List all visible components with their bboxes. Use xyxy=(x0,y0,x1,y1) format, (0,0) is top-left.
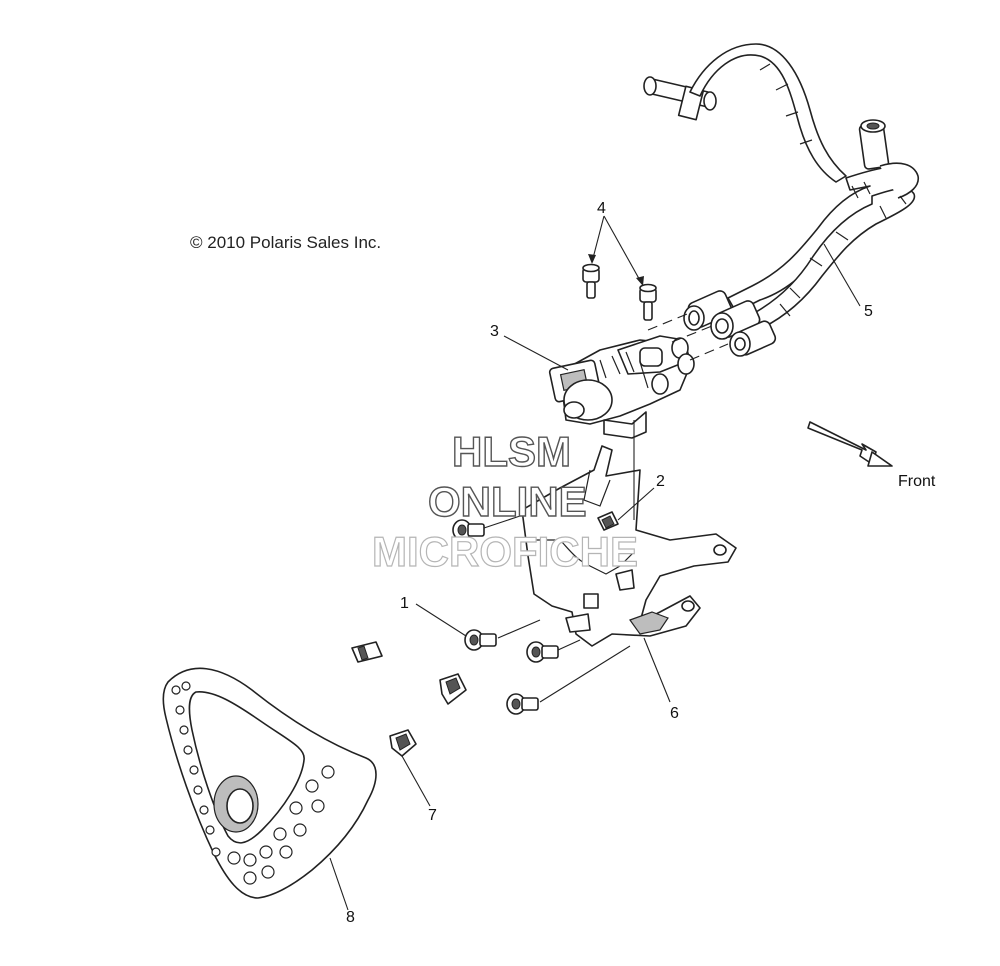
control-valve xyxy=(548,335,695,439)
hose-assembly xyxy=(643,43,920,357)
watermark-line-3: MICROFICHE xyxy=(372,528,638,575)
watermark-line-1: HLSM xyxy=(452,428,571,475)
callout-7: 7 xyxy=(428,807,437,824)
callout-1: 1 xyxy=(400,595,409,612)
mounting-bracket xyxy=(521,445,737,647)
callout-2: 2 xyxy=(656,473,665,490)
copyright-text: © 2010 Polaris Sales Inc. xyxy=(190,233,381,252)
callout-5: 5 xyxy=(864,303,873,320)
front-label: Front xyxy=(898,473,936,490)
clips-7 xyxy=(351,641,467,757)
callout-4: 4 xyxy=(597,200,606,217)
screws-4 xyxy=(582,263,657,321)
front-direction-arrow xyxy=(807,421,893,467)
callout-8: 8 xyxy=(346,909,355,926)
watermark-line-2: ONLINE xyxy=(428,478,587,525)
cover-panel xyxy=(162,667,377,899)
callout-6: 6 xyxy=(670,705,679,722)
watermark: HLSM ONLINE MICROFICHE xyxy=(371,427,638,575)
bolts-1 xyxy=(452,519,559,715)
callout-3: 3 xyxy=(490,323,499,340)
